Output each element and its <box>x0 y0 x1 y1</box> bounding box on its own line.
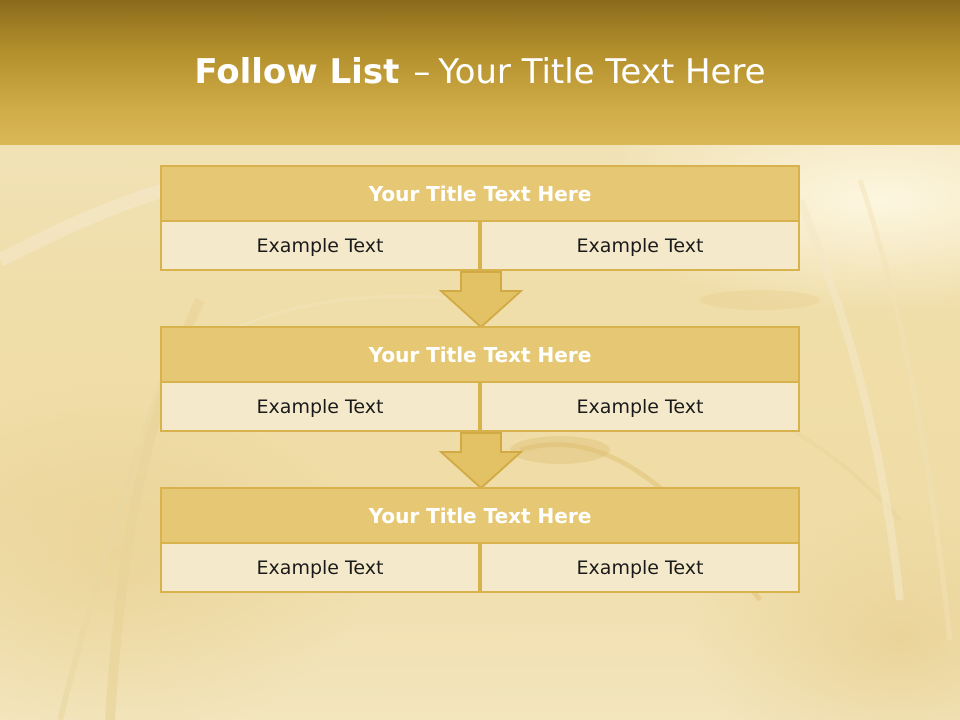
step-3-left-text: Example Text <box>160 544 480 593</box>
down-arrow-icon <box>439 432 523 490</box>
title-banner <box>0 0 960 145</box>
step-box-2: Your Title Text Here Example Text Exampl… <box>160 326 800 432</box>
step-2-right-text: Example Text <box>480 383 800 432</box>
slide-title-dash: – <box>413 52 431 92</box>
step-1-title: Your Title Text Here <box>160 165 800 222</box>
down-arrow-icon <box>439 271 523 329</box>
step-2-title: Your Title Text Here <box>160 326 800 383</box>
step-3-title: Your Title Text Here <box>160 487 800 544</box>
slide-title: Follow List–Your Title Text Here <box>0 52 960 92</box>
step-3-right-text: Example Text <box>480 544 800 593</box>
step-box-1: Your Title Text Here Example Text Exampl… <box>160 165 800 271</box>
slide-title-bold: Follow List <box>194 52 400 92</box>
step-1-left-text: Example Text <box>160 222 480 271</box>
step-box-3: Your Title Text Here Example Text Exampl… <box>160 487 800 593</box>
step-1-right-text: Example Text <box>480 222 800 271</box>
step-2-left-text: Example Text <box>160 383 480 432</box>
slide-title-rest: Your Title Text Here <box>438 52 766 92</box>
